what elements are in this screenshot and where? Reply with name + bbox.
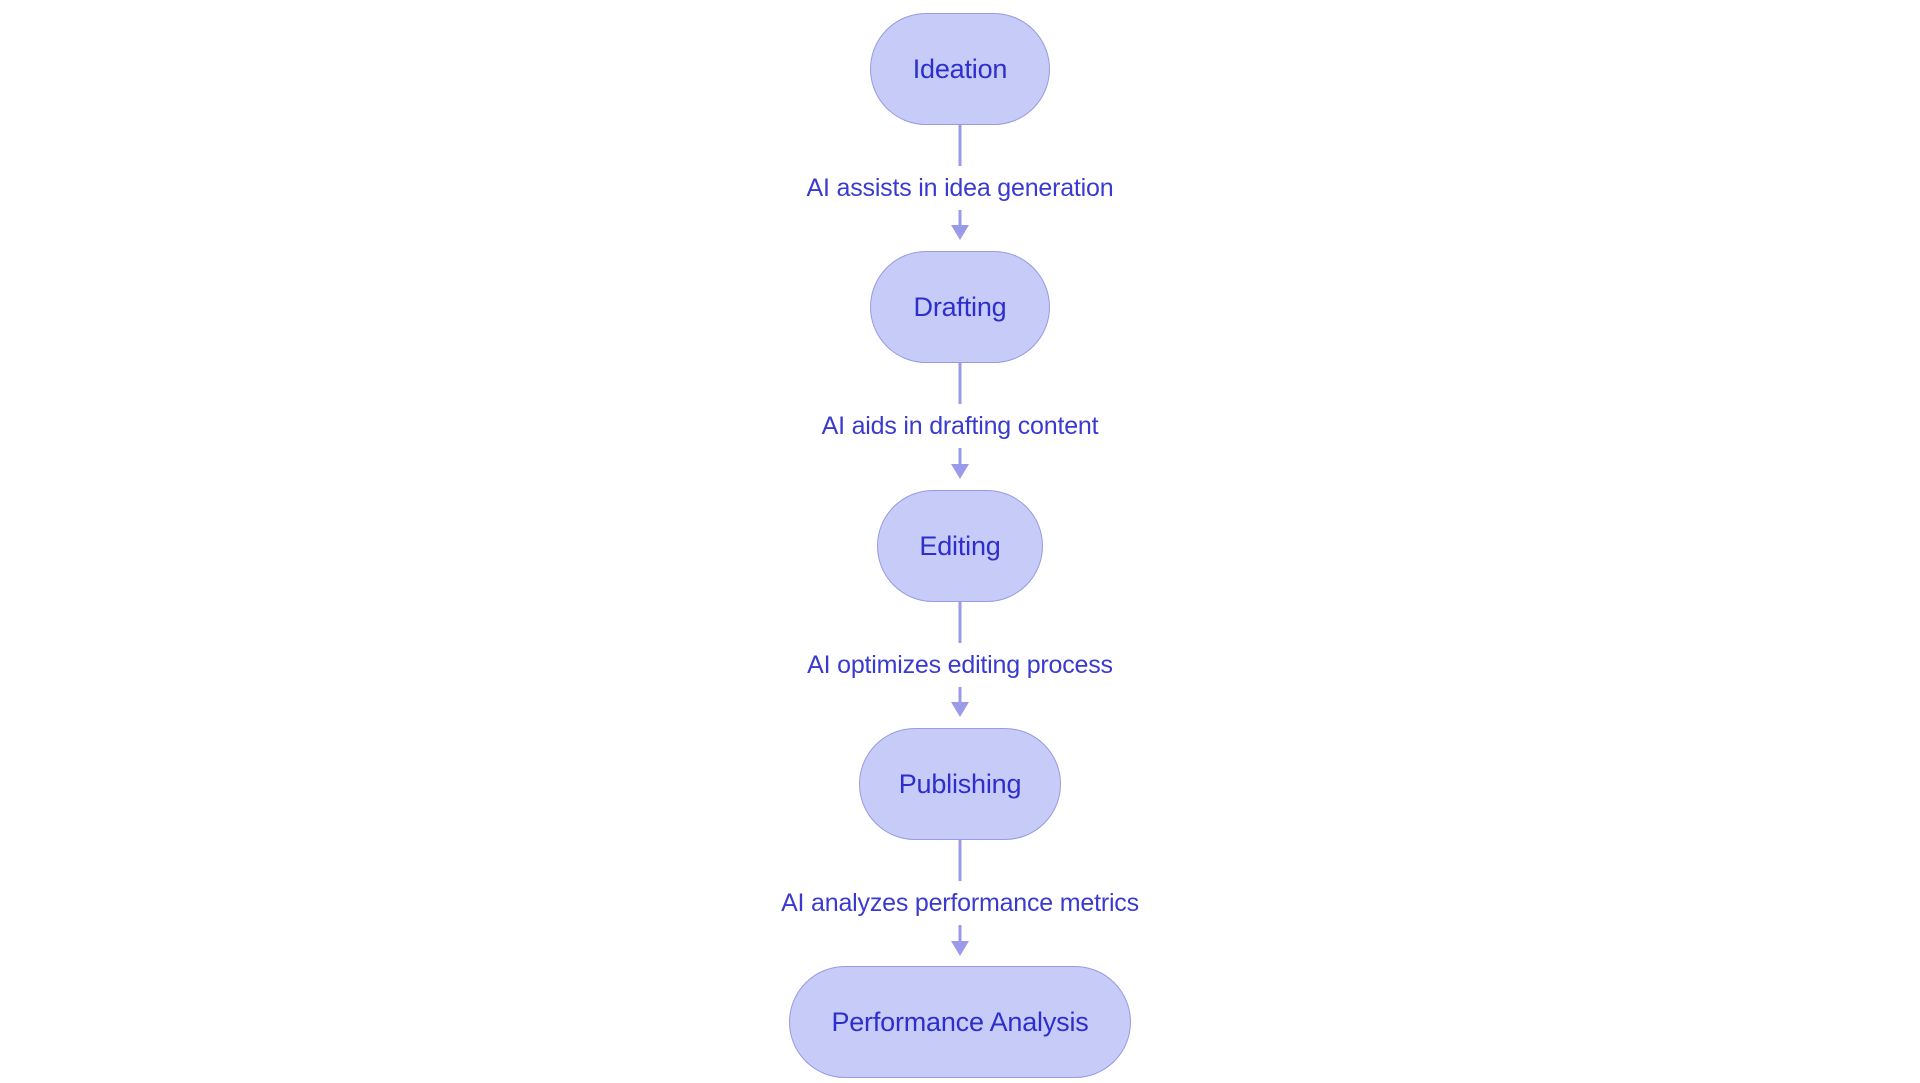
edge-arrowhead-drafting-editing	[951, 464, 969, 479]
node-label-editing: Editing	[919, 530, 1001, 561]
node-label-drafting: Drafting	[913, 291, 1007, 322]
node-drafting[interactable]: Drafting	[870, 251, 1050, 363]
edge-arrowhead-ideation-drafting	[951, 225, 969, 240]
node-label-performance-analysis: Performance Analysis	[831, 1006, 1089, 1037]
node-performance-analysis[interactable]: Performance Analysis	[789, 966, 1131, 1078]
edge-label-publishing-analysis: AI analyzes performance metrics	[775, 881, 1145, 925]
node-label-ideation: Ideation	[912, 53, 1008, 84]
edge-label-drafting-editing: AI aids in drafting content	[815, 404, 1105, 448]
node-publishing[interactable]: Publishing	[859, 728, 1061, 840]
edge-arrowhead-publishing-analysis	[951, 941, 969, 956]
node-label-publishing: Publishing	[898, 768, 1022, 799]
edge-label-editing-publishing: AI optimizes editing process	[801, 643, 1119, 687]
edge-label-ideation-drafting: AI assists in idea generation	[800, 166, 1120, 210]
node-editing[interactable]: Editing	[877, 490, 1043, 602]
edge-arrowhead-editing-publishing	[951, 702, 969, 717]
node-ideation[interactable]: Ideation	[870, 13, 1050, 125]
